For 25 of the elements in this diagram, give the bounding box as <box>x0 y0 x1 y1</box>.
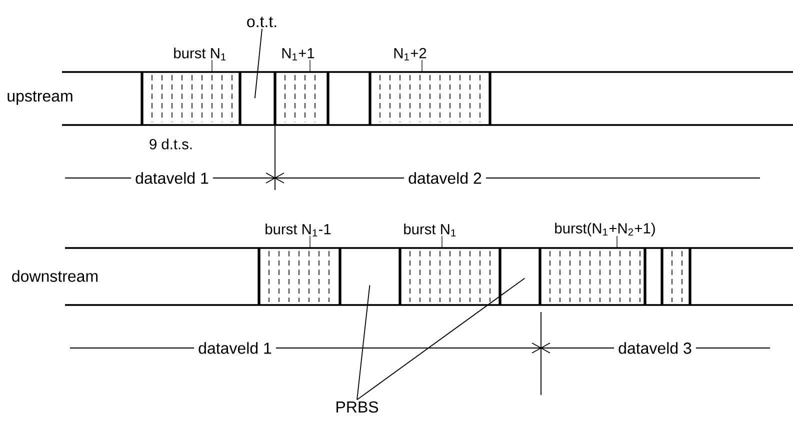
callout-text: o.t.t. <box>247 16 276 28</box>
burst-block <box>140 70 242 126</box>
burst-block <box>368 70 492 126</box>
duration-label: 9 d.t.s. <box>150 138 192 150</box>
burst-label: burst N$_{1}$ <box>174 48 226 72</box>
stream-band: upstream <box>8 71 793 126</box>
burst-block <box>274 70 330 126</box>
burst-label: N$_{1}$+2 <box>394 48 426 72</box>
field-label: dataveld 1 <box>131 170 213 186</box>
leader-line <box>356 284 370 400</box>
burst-label: burst(N$_{1}$+N$_{2}$+1) <box>555 222 655 248</box>
burst-label: burst N$_{1}$-1 <box>266 224 331 248</box>
burst-label: N$_{1}$+1 <box>282 48 314 72</box>
burst-block <box>538 246 646 306</box>
field-label: dataveld 3 <box>614 340 696 356</box>
stream-band: downstream <box>12 247 793 306</box>
callout-text: PRBS <box>336 401 378 413</box>
burst-label: burst N$_{1}$ <box>404 224 456 248</box>
leader-line <box>254 28 262 99</box>
field-label: dataveld 1 <box>194 340 276 356</box>
burst-block <box>258 246 342 306</box>
burst-block <box>660 246 692 306</box>
leader-line <box>356 278 526 400</box>
burst-block <box>398 246 502 306</box>
field-label: dataveld 2 <box>404 170 486 186</box>
